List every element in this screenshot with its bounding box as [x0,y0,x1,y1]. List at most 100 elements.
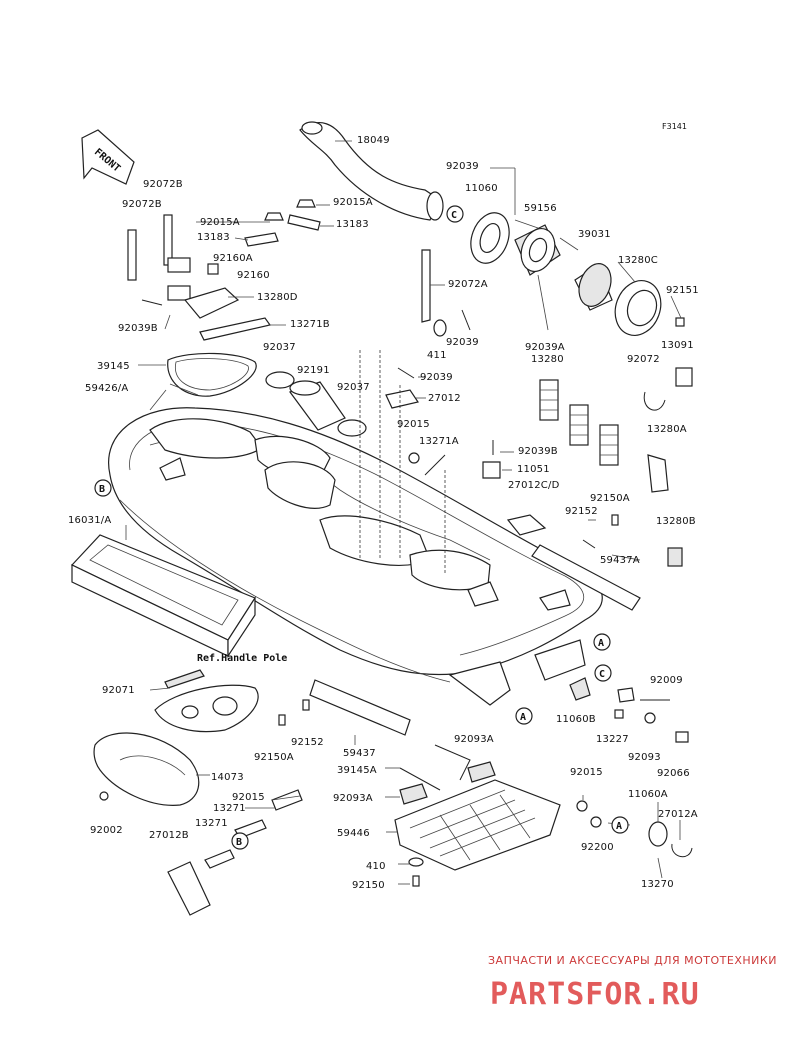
callout-c-top: C [446,205,464,223]
bracket-27012 [385,389,419,409]
part-label: 59156 [524,203,557,214]
part-label: 11051 [517,464,550,475]
part-label: 92037 [337,382,370,393]
part-label: 92039 [420,372,453,383]
ref-note: Ref.Handle Pole [197,653,287,664]
part-label: 14073 [211,772,244,783]
part-label: 27012 [428,393,461,404]
plate-13183 [244,232,279,247]
part-label: 92015A [333,197,373,208]
part-label: 39031 [578,229,611,240]
part-label: 13280 [531,354,564,365]
clamp-92037-a [265,371,295,389]
pads-92160 [167,257,219,301]
exhaust-outlet [514,224,561,276]
exhaust-hose [299,121,444,221]
pad-stack-c [599,424,619,466]
bolt-92039b [141,299,163,306]
part-label: 92072 [627,354,660,365]
part-label: 92039 [446,337,479,348]
part-label: 92160 [237,270,270,281]
svg-text:A: A [616,821,622,832]
bolt-92066 [675,731,689,743]
bolt-92150a-icon [611,514,619,526]
svg-text:A: A [598,638,604,649]
strap-92072b [127,214,173,281]
hose-92191 [289,380,346,431]
part-label: 11060 [465,183,498,194]
svg-text:B: B [99,484,105,495]
strap-13271b [199,317,272,341]
callout-b-left: B [94,479,112,497]
part-label: 39145A [337,765,377,776]
resonator [574,263,613,311]
part-label: 92093 [628,752,661,763]
svg-text:B: B [236,837,242,848]
part-label: 92015A [200,217,240,228]
clamp-92072-icon [643,391,666,411]
plate-13271 [271,789,303,811]
part-label: 92152 [291,737,324,748]
part-label: 92039 [446,161,479,172]
grate-59446 [394,779,561,871]
fitting-92009 [617,687,635,703]
exhaust-ring [470,212,510,264]
bolt-92002-icon [99,791,109,801]
svg-text:C: C [451,210,457,221]
part-label: 13280B [656,516,696,527]
part-label: 92039A [525,342,565,353]
washer-92093-icon [644,712,656,724]
pad-14073 [93,732,200,806]
part-label: 92150 [352,880,385,891]
bracket-27012b [167,861,211,916]
bolt-92039 [397,367,415,379]
part-label: 18049 [357,135,390,146]
part-label: 13271 [195,818,228,829]
part-label: 13271A [419,436,459,447]
part-label: 13280A [647,424,687,435]
rail-59437a [531,544,641,611]
part-label: 92015 [232,792,265,803]
rod-39145a [399,744,471,791]
bracket-13280a [647,454,669,493]
washer-92200-icon [590,816,602,828]
callout-c-right: C [594,664,612,682]
plate-13271-c [204,849,235,869]
seal-39145 [167,352,257,397]
part-label: 92039B [518,446,558,457]
part-label: 13183 [336,219,369,230]
gasket-11060a [648,821,668,847]
pad-13280b-icon [667,547,683,567]
part-label: 27012B [149,830,189,841]
bolt-92039-b [461,309,471,331]
part-label: 59437A [600,555,640,566]
part-label: 13270 [641,879,674,890]
pad-92093a-b [399,783,428,805]
part-label: 13280C [618,255,658,266]
bracket-11051 [482,461,501,479]
nut-92015-icon [408,452,420,464]
part-label: 92072B [122,199,162,210]
part-label: 92160A [213,253,253,264]
callout-a-lower: A [515,707,533,725]
part-label: 13280D [257,292,298,303]
pad-stack-a [539,379,559,421]
watermark-logo: PARTSFOR.RU [490,977,700,1012]
part-label: 11060A [628,789,668,800]
callout-b-bottom: B [231,832,249,850]
part-label: 92072B [143,179,183,190]
part-label: 410 [366,861,386,872]
part-label: 13271 [213,803,246,814]
part-label: 92039B [118,323,158,334]
callout-a-bottom: A [611,816,629,834]
part-label: 92152 [565,506,598,517]
bolt-92152-b-icon [302,699,310,711]
part-label: 27012A [658,809,698,820]
part-label: 92002 [90,825,123,836]
part-label: 59446 [337,828,370,839]
svg-text:C: C [599,669,605,680]
rail-59437 [309,679,411,736]
part-label: 92066 [657,768,690,779]
clip-13091-icon [675,367,693,387]
